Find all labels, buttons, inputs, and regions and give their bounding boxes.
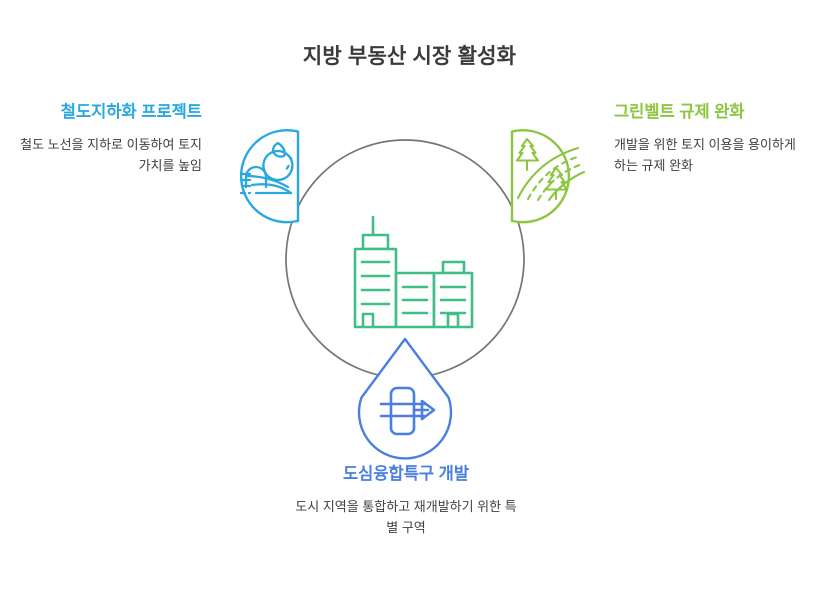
node-text-urban: 도심융합특구 개발 도시 지역을 통합하고 재개발하기 위한 특별 구역 [290,462,522,538]
node-text-rail: 철도지하화 프로젝트 철도 노선을 지하로 이동하여 토지 가치를 높임 [16,100,202,176]
node-description-greenbelt: 개발을 위한 토지 이용을 용이하게 하는 규제 완화 [614,137,796,173]
node-heading-rail: 철도지하화 프로젝트 [60,103,202,121]
merge-arrow-icon [379,386,436,436]
badge-rail[interactable] [208,119,300,224]
node-heading-urban: 도심융합특구 개발 [342,465,470,483]
node-text-greenbelt: 그린벨트 규제 완화 개발을 위한 토지 이용을 용이하게 하는 규제 완화 [614,100,806,176]
forest-trees-path-icon [515,137,586,202]
badge-greenbelt[interactable] [510,128,586,224]
badge-urban[interactable] [357,337,453,460]
node-heading-greenbelt: 그린벨트 규제 완화 [614,103,745,121]
node-description-urban: 도시 지역을 통합하고 재개발하기 위한 특별 구역 [295,499,517,535]
badge-urban-border [357,337,453,460]
node-description-rail: 철도 노선을 지하로 이동하여 토지 가치를 높임 [20,137,202,173]
railway-tunnel-icon [239,141,294,195]
diagram-stage [200,110,620,470]
city-buildings-icon [353,215,474,329]
page-title: 지방 부동산 시장 활성화 [302,45,517,68]
